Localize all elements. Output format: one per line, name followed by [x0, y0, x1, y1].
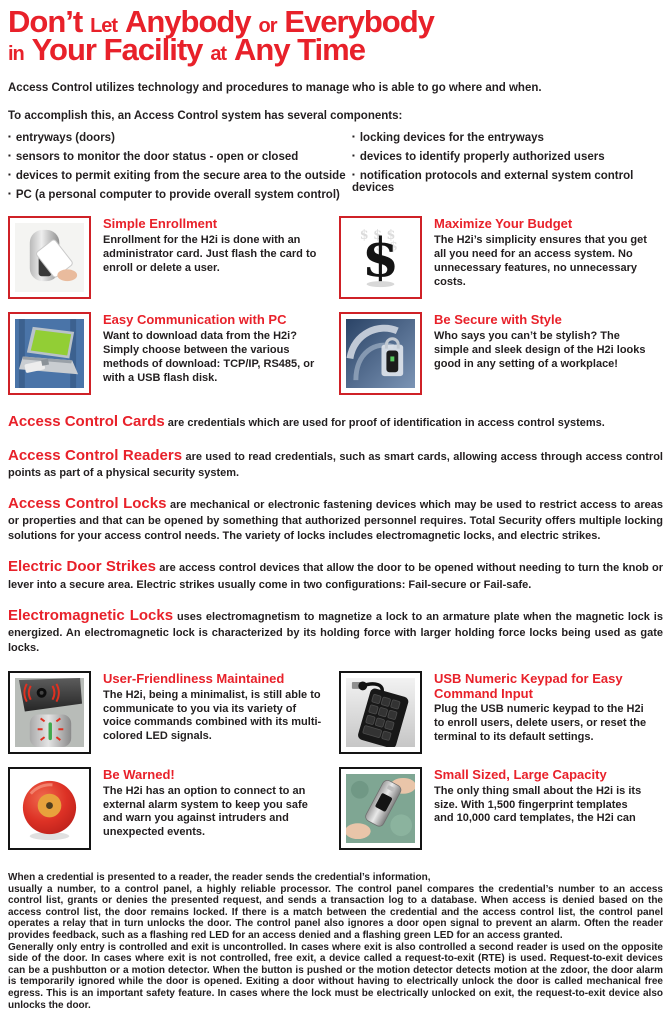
- feature-heading: Be Secure with Style: [434, 312, 562, 328]
- definition-paragraph: Electric Door Strikes are access control…: [8, 557, 663, 592]
- title-word: Let: [90, 15, 118, 37]
- list-item: notification protocols and external syst…: [352, 170, 663, 194]
- title-line-1: Don’t Let Anybody or Everybody: [8, 6, 663, 37]
- feature-heading: Be Warned!: [103, 766, 175, 782]
- footer-section: When a credential is presented to a read…: [8, 872, 663, 1011]
- feature-body: Plug the USB numeric keypad to the H2i t…: [434, 703, 647, 744]
- feature-secure-style: Be Secure with Style Who says you can’t …: [339, 312, 663, 396]
- handheld-device-icon: [346, 773, 415, 843]
- feature-text: USB Numeric Keypad for Easy Command Inpu…: [434, 671, 663, 754]
- features-top: Simple Enrollment Enrollment for the H2i…: [8, 216, 663, 396]
- feature-simple-enrollment: Simple Enrollment Enrollment for the H2i…: [8, 216, 339, 300]
- components-lists: entryways (doors) sensors to monitor the…: [8, 132, 663, 208]
- feature-usb-keypad: USB Numeric Keypad for Easy Command Inpu…: [339, 670, 663, 754]
- list-item: devices to identify properly authorized …: [352, 151, 663, 163]
- definition-paragraph: Access Control Cards are credentials whi…: [8, 412, 663, 432]
- definition-term: Access Control Cards: [8, 413, 165, 431]
- svg-text:$: $: [362, 227, 399, 290]
- feature-heading: Maximize Your Budget: [434, 216, 573, 232]
- access-reader-card-icon: [15, 223, 84, 293]
- definition-text: uses electromagnetism to magnetize a loc…: [8, 610, 663, 655]
- fingerprint-device-image: [339, 766, 422, 850]
- components-list-left: entryways (doors) sensors to monitor the…: [8, 132, 352, 208]
- feature-text: Be Warned! The H2i has an option to conn…: [103, 767, 339, 850]
- features-bottom: User-Friendliness Maintained The H2i, be…: [8, 670, 663, 850]
- stylish-lock-image: [339, 312, 422, 396]
- feature-body: The H2i’s simplicity ensures that you ge…: [434, 233, 647, 288]
- definition-paragraph: Access Control Readers are used to read …: [8, 446, 663, 481]
- components-heading: To accomplish this, an Access Control sy…: [8, 110, 403, 123]
- definition-term: Access Control Locks: [8, 495, 167, 513]
- intro-paragraph: Access Control utilizes technology and p…: [8, 82, 542, 95]
- feature-user-friendliness: User-Friendliness Maintained The H2i, be…: [8, 670, 339, 754]
- feature-body: Enrollment for the H2i is done with an a…: [103, 233, 317, 274]
- title-word: Any Time: [234, 31, 366, 67]
- footer-paragraph-1: usually a number, to a control panel, a …: [8, 883, 663, 941]
- list-item: PC (a personal computer to provide overa…: [8, 189, 352, 201]
- definition-text: are used to read credentials, such as sm…: [8, 450, 663, 480]
- feature-text: Maximize Your Budget The H2i’s simplicit…: [434, 216, 663, 299]
- title-line-2: in Your Facility at Any Time: [8, 34, 663, 65]
- definition-paragraph: Access Control Locks are mechanical or e…: [8, 494, 663, 544]
- feature-heading: Easy Communication with PC: [103, 312, 287, 328]
- footer-paragraph-2: Generally only entry is controlled and e…: [8, 941, 663, 1011]
- voice-led-device-icon: [15, 677, 84, 747]
- definition-text: are mechanical or electronic fastening d…: [8, 499, 663, 543]
- feature-heading: USB Numeric Keypad for Easy Command Inpu…: [434, 670, 623, 701]
- feature-body: Want to download data from the H2i? Simp…: [103, 329, 315, 384]
- feature-maximize-budget: $ $ $ $ $ $ Maximize Your Budget The H2i…: [339, 216, 663, 300]
- definition-term: Electric Door Strikes: [8, 558, 156, 576]
- title-word: at: [210, 42, 227, 65]
- feature-heading: Small Sized, Large Capacity: [434, 766, 607, 782]
- feature-text: Small Sized, Large Capacity The only thi…: [434, 767, 663, 850]
- list-item: entryways (doors): [8, 132, 352, 144]
- feature-text: Simple Enrollment Enrollment for the H2i…: [103, 216, 339, 299]
- definition-text: are access control devices that allow th…: [8, 562, 664, 591]
- usb-keypad-icon: [346, 677, 415, 747]
- padlock-device-icon: [346, 319, 415, 389]
- svg-text:$ $: $ $: [376, 240, 398, 255]
- definition-term: Access Control Readers: [8, 446, 183, 464]
- feature-body: The H2i, being a minimalist, is still ab…: [103, 688, 322, 743]
- list-item: devices to permit exiting from the secur…: [8, 170, 352, 182]
- feature-heading: User-Friendliness Maintained: [103, 670, 285, 686]
- feature-text: User-Friendliness Maintained The H2i, be…: [103, 671, 339, 754]
- title-word: in: [8, 42, 25, 65]
- title-word: Don’t: [8, 4, 83, 39]
- page-title: Don’t Let Anybody or Everybody in Your F…: [8, 6, 663, 65]
- enrollment-device-image: [8, 216, 91, 300]
- title-word: or: [258, 15, 278, 37]
- definitions-section: Access Control Cards are credentials whi…: [8, 412, 663, 656]
- definition-text: are credentials which are used for proof…: [167, 417, 605, 430]
- definition-term: Electromagnetic Locks: [8, 606, 174, 624]
- feature-be-warned: Be Warned! The H2i has an option to conn…: [8, 766, 339, 850]
- feature-heading: Simple Enrollment: [103, 216, 218, 232]
- footer-paragraph-intro: When a credential is presented to a read…: [8, 871, 431, 883]
- voice-led-device-image: [8, 670, 91, 754]
- dollar-icon: $ $ $ $ $ $: [346, 223, 415, 293]
- laptop-usb-image: [8, 312, 91, 396]
- components-list-right: locking devices for the entryways device…: [352, 132, 663, 208]
- feature-body: Who says you can’t be stylish? The simpl…: [434, 329, 646, 370]
- list-item: locking devices for the entryways: [352, 132, 663, 144]
- feature-text: Easy Communication with PC Want to downl…: [103, 312, 339, 395]
- title-word: Everybody: [284, 4, 435, 39]
- laptop-usb-icon: [15, 319, 84, 389]
- feature-body: The H2i has an option to connect to an e…: [103, 784, 308, 839]
- alarm-bell-icon: [15, 773, 84, 843]
- title-word: Anybody: [124, 4, 252, 39]
- dollar-sign-image: $ $ $ $ $ $: [339, 216, 422, 300]
- list-item: sensors to monitor the door status - ope…: [8, 151, 352, 163]
- feature-easy-communication: Easy Communication with PC Want to downl…: [8, 312, 339, 396]
- title-word: Your Facility: [31, 31, 204, 67]
- definition-paragraph: Electromagnetic Locks uses electromagnet…: [8, 606, 663, 656]
- feature-body: The only thing small about the H2i is it…: [434, 784, 642, 825]
- svg-text:$ $ $: $ $ $: [360, 228, 396, 243]
- usb-keypad-image: [339, 670, 422, 754]
- alarm-bell-image: [8, 766, 91, 850]
- feature-small-sized: Small Sized, Large Capacity The only thi…: [339, 766, 663, 850]
- feature-text: Be Secure with Style Who says you can’t …: [434, 312, 663, 395]
